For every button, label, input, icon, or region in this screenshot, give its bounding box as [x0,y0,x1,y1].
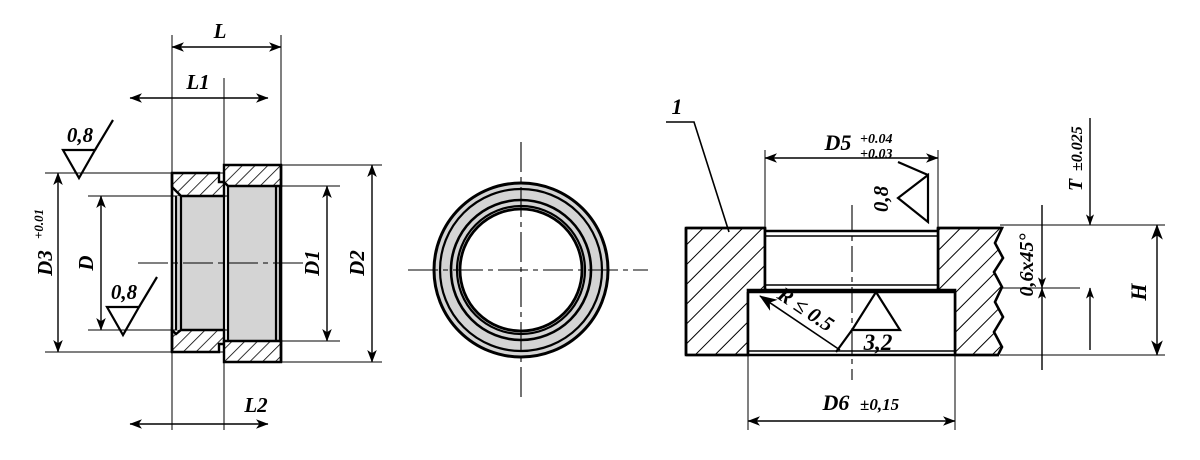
dim-chamfer-label: 0,6x45° [1016,234,1038,297]
surface-finish-triangle [105,305,141,338]
dim-D5: D5 +0.04 +0.03 [764,130,939,163]
surface-finish-0-8-bore: 0,8 [105,276,158,338]
dim-D6-label: D6 [822,390,850,415]
surface-finish-triangle [850,289,902,332]
surface-finish-tail [835,329,853,353]
surface-finish-triangle [61,148,97,181]
flange-top-section [222,163,283,188]
surface-finish-0-8-top: 0,8 [61,119,114,181]
center-cross-lines [408,142,648,398]
plate-edges [684,226,1002,357]
mounting-plate [684,205,1005,380]
center-circular-view [408,142,648,398]
collar-bottom-section [170,327,226,354]
radius-leader-line [759,295,841,351]
dim-T: T ±0.025 [1065,118,1095,350]
right-mounting-view: 1 D5 +0.04 +0.03 D6 ±0,15 0,6x45° T [666,94,1165,430]
surface-finish-3-2-value: 3,2 [863,330,893,355]
dim-D3-label: D3 [33,250,57,277]
dim-H: H [1126,224,1163,356]
dim-T-label: T [1065,178,1087,191]
surface-finish-tail [897,160,929,177]
surface-finish-bore-value: 0,8 [111,280,138,304]
dim-D1-label: D1 [300,250,324,277]
surface-finish-top-value: 0,8 [67,123,94,147]
dim-L2: L2 [129,393,269,429]
dim-D-label: D [74,255,98,271]
dim-D5-tol-lower: +0.03 [860,147,892,162]
balloon-1: 1 [666,94,730,233]
surface-finish-tail [94,119,114,151]
collar-top-section [170,171,226,198]
dim-D1: D1 [300,185,332,342]
flange-bottom-section [222,339,283,364]
dim-L-label: L [213,19,227,43]
dim-L1-label: L1 [185,70,209,94]
dim-D6-tolerance: ±0,15 [860,395,900,414]
dim-H-label: H [1126,283,1151,302]
surface-finish-triangle [896,172,930,225]
dim-L: L [171,19,282,52]
dim-D: D [74,195,106,331]
surface-finish-tail [138,276,158,308]
balloon-leader-line [666,121,730,233]
dim-L1: L1 [129,70,269,103]
dim-T-tolerance: ±0.025 [1069,126,1086,171]
dim-D5-tol-upper: +0.04 [860,132,892,147]
dim-D3-tolerance: +0.01 [31,209,46,239]
dim-D3: D3 +0.01 [31,172,63,353]
dim-L2-label: L2 [243,393,268,417]
dim-D6: D6 ±0,15 [747,390,956,426]
dim-D2: D2 [345,164,377,363]
dim-chamfer: 0,6x45° [1016,205,1047,370]
left-bushing-body [138,163,315,364]
dim-D2-label: D2 [345,250,369,277]
balloon-1-label: 1 [672,94,683,119]
surface-finish-3-2: 3,2 [835,289,902,355]
dim-D5-label: D5 [824,130,852,155]
surface-finish-0-8-right: 0,8 [869,160,930,225]
surface-finish-right-value: 0,8 [869,185,893,212]
left-sectional-view: L L1 L2 D3 +0.01 D [31,19,382,430]
